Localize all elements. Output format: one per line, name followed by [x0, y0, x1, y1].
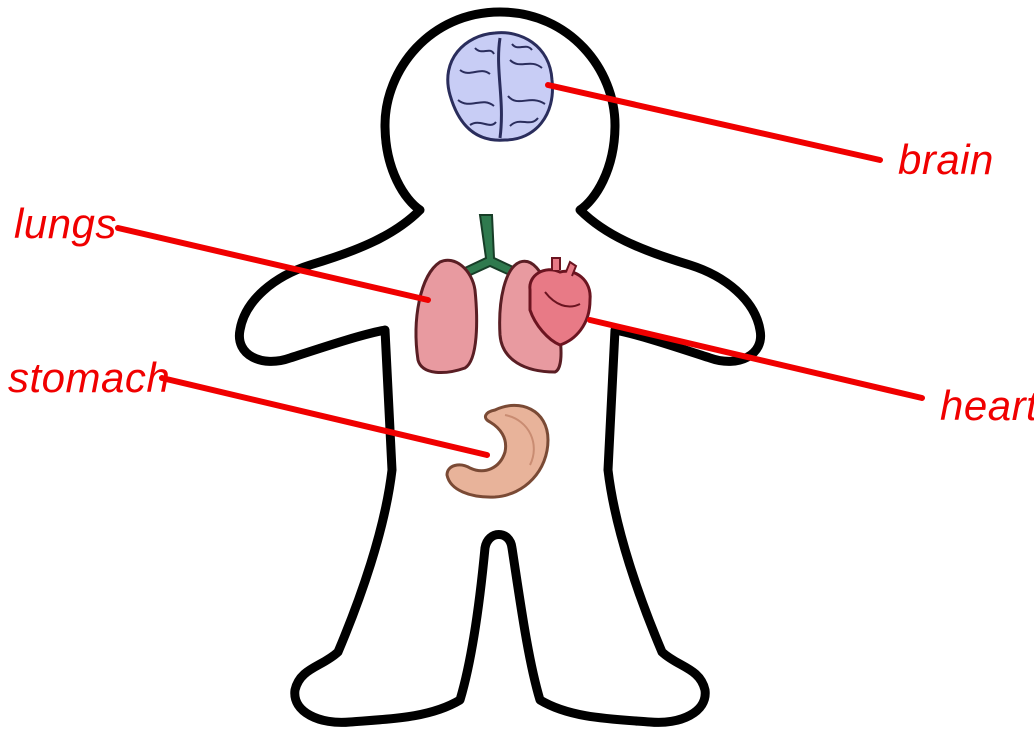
lungs-label: lungs [14, 200, 117, 247]
stomach-label: stomach [8, 354, 170, 401]
brain-label: brain [898, 136, 994, 183]
brain-icon [448, 33, 553, 141]
heart-label: heart [940, 382, 1034, 429]
